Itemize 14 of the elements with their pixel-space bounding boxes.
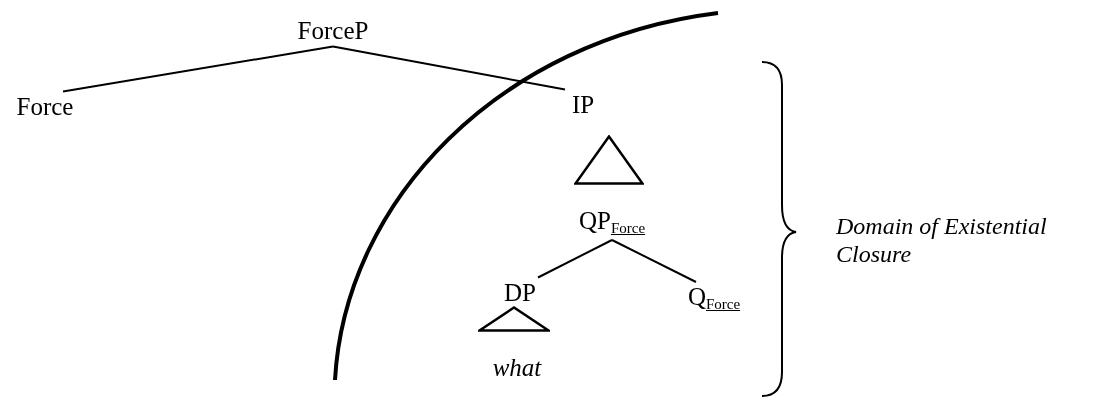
tree-branch bbox=[332, 45, 566, 91]
tree-label: IP bbox=[570, 89, 596, 119]
tree-label: Q$_{Force}$ bbox=[686, 282, 742, 314]
tree-label: Force bbox=[15, 91, 75, 121]
tree-branch bbox=[62, 45, 334, 93]
triangle-symbol bbox=[478, 306, 550, 332]
triangle-symbol bbox=[574, 135, 644, 185]
annotation-text: Domain of Existential Closure bbox=[836, 212, 1048, 268]
tree-branch bbox=[537, 239, 613, 279]
tree-label: DP bbox=[503, 277, 537, 307]
tree-label: QP$_{Force}$ bbox=[577, 206, 647, 238]
tree-label: what bbox=[491, 352, 543, 382]
tree-branch bbox=[611, 239, 697, 283]
tree-label: ForceP bbox=[296, 15, 370, 45]
